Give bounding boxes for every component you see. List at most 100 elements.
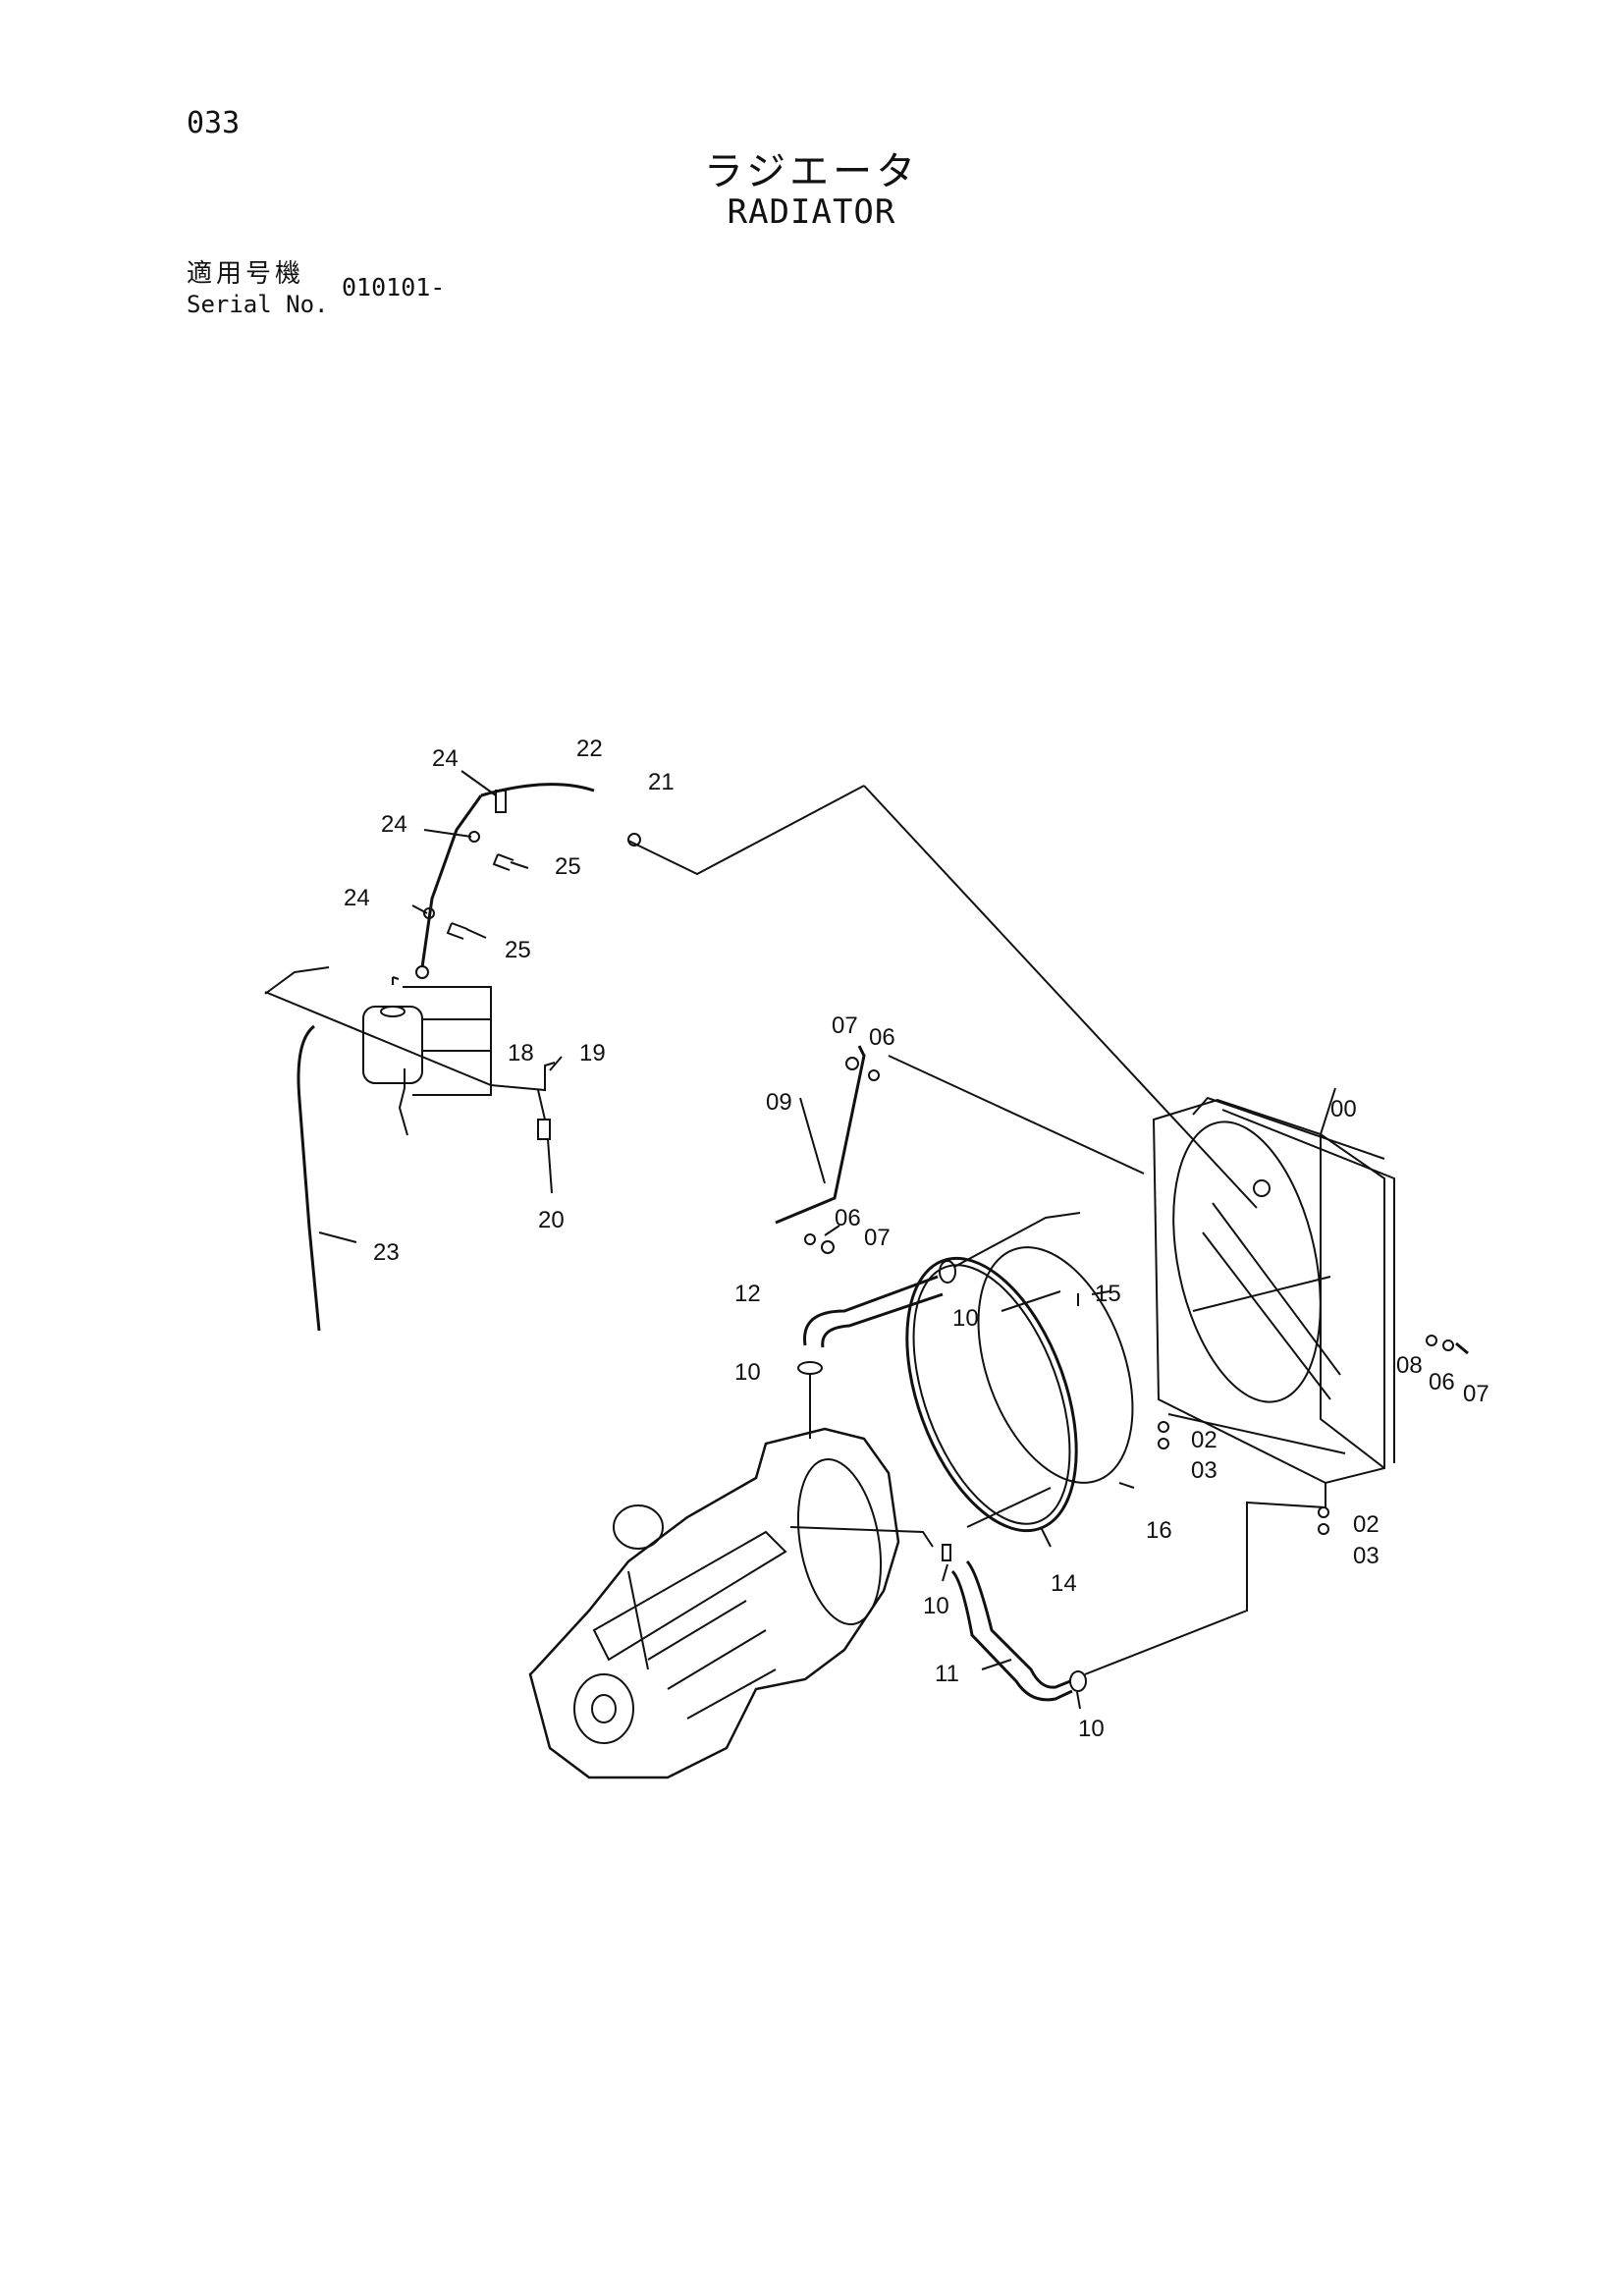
reference-line <box>1167 1276 1346 1454</box>
bolt-20 <box>537 1089 546 1121</box>
upper-hose-12 <box>803 1275 944 1348</box>
callout-10: 10 <box>952 1305 979 1332</box>
callout-bracket-18 <box>403 986 492 1096</box>
leader-lines <box>942 1563 1081 1710</box>
radiator-00-core <box>1192 1096 1395 1463</box>
reserve-tank-cap <box>380 1006 406 1017</box>
washer-06 <box>804 1233 816 1245</box>
lower-hose-11 <box>950 1559 1073 1702</box>
engine-turbo <box>613 1504 664 1550</box>
callout-03: 03 <box>1191 1457 1217 1484</box>
callout-24: 24 <box>381 811 407 838</box>
callout-10: 10 <box>734 1359 761 1386</box>
callout-labels: 24 22 21 24 25 24 25 18 19 20 23 07 06 0… <box>344 736 1489 1742</box>
tank-filler <box>392 976 400 985</box>
shroud-ring-14 <box>905 1256 1078 1533</box>
callout-02: 02 <box>1353 1511 1380 1538</box>
callout-24: 24 <box>432 745 459 772</box>
diagram-linework <box>264 770 1469 1779</box>
radiator-00-braces <box>1202 1202 1341 1400</box>
bolt-25 <box>492 853 514 871</box>
fan-shroud-opening <box>1172 1121 1322 1403</box>
engine-flywheel-housing <box>573 1673 634 1744</box>
callout-00: 00 <box>1330 1096 1357 1122</box>
callout-16: 16 <box>1146 1517 1172 1544</box>
clamp-10 <box>797 1361 823 1375</box>
callout-07: 07 <box>832 1012 858 1039</box>
stay-09 <box>775 1045 866 1225</box>
leader-lines <box>318 770 563 1243</box>
fan-guard-16-edges <box>966 1290 1061 1528</box>
callout-18: 18 <box>508 1040 534 1066</box>
leader-lines <box>1320 1087 1336 1135</box>
clip-24 <box>495 790 507 813</box>
radiator-00-edge <box>1320 1134 1385 1469</box>
clip-24 <box>423 907 435 919</box>
callout-03: 03 <box>1353 1543 1380 1569</box>
callout-15: 15 <box>1095 1281 1121 1307</box>
bolt-25 <box>446 922 468 940</box>
radiator-cap <box>1253 1179 1271 1197</box>
bolt-02 <box>1158 1421 1169 1433</box>
clamp-10 <box>1069 1670 1087 1692</box>
serial-label-japanese: 適用号機 <box>187 259 305 289</box>
callout-06: 06 <box>835 1205 861 1231</box>
bolt-07 <box>845 1057 859 1070</box>
bolt-07 <box>1455 1341 1469 1355</box>
leader-lines <box>1040 1290 1135 1548</box>
clamp-21 <box>627 833 641 847</box>
reference-line <box>789 1526 934 1548</box>
bracket-19 <box>264 966 330 995</box>
shroud-ring-14-inner <box>912 1264 1071 1525</box>
washer-06 <box>868 1069 880 1081</box>
callout-07: 07 <box>864 1225 891 1251</box>
callout-25: 25 <box>555 853 581 880</box>
engine <box>528 1427 900 1779</box>
bolt-02 <box>1318 1506 1329 1518</box>
bolt-20 <box>537 1119 551 1140</box>
callout-10: 10 <box>923 1593 949 1619</box>
leader-lines <box>799 1097 840 1236</box>
serial-number-value: 010101- <box>342 273 446 301</box>
callout-25: 25 <box>505 937 531 963</box>
reference-line <box>627 785 865 876</box>
reference-line <box>863 785 1258 1209</box>
overflow-hose-path <box>420 794 483 968</box>
washer-08 <box>1426 1335 1437 1346</box>
hose-fitting <box>415 965 429 979</box>
callout-06: 06 <box>869 1024 895 1051</box>
callout-bracket-18 <box>422 1018 491 1052</box>
nut-03 <box>1158 1438 1169 1449</box>
callout-07: 07 <box>1463 1381 1489 1407</box>
tank-drain-hose <box>398 1068 408 1136</box>
callout-22: 22 <box>576 736 603 762</box>
page-number: 033 <box>187 106 241 140</box>
washer-06 <box>1442 1339 1454 1351</box>
title-japanese: ラジエータ <box>703 149 920 194</box>
callout-11: 11 <box>935 1661 959 1687</box>
engine-fan-drive <box>796 1458 883 1625</box>
callout-23: 23 <box>373 1239 400 1266</box>
nut-03 <box>1318 1523 1329 1535</box>
clamp-10 <box>939 1260 956 1284</box>
callout-20: 20 <box>538 1207 565 1233</box>
callout-08: 08 <box>1396 1352 1423 1379</box>
fan-guard-16 <box>977 1246 1134 1484</box>
callout-10: 10 <box>1078 1716 1105 1742</box>
callout-14: 14 <box>1051 1570 1077 1597</box>
engine-flywheel-hub <box>591 1694 617 1723</box>
callout-09: 09 <box>766 1089 792 1116</box>
callout-19: 19 <box>579 1040 606 1066</box>
clamp-10 <box>942 1544 951 1561</box>
callout-02: 02 <box>1191 1427 1217 1453</box>
engine-valve-cover <box>592 1530 787 1662</box>
reference-line <box>1084 1483 1326 1675</box>
bolt-07 <box>821 1240 835 1254</box>
reference-line <box>953 1212 1081 1268</box>
callout-24: 24 <box>344 885 370 911</box>
radiator-00 <box>1152 1098 1385 1485</box>
engine-detail <box>627 1570 777 1720</box>
callout-12: 12 <box>734 1281 761 1307</box>
title-english: RADIATOR <box>727 192 896 232</box>
